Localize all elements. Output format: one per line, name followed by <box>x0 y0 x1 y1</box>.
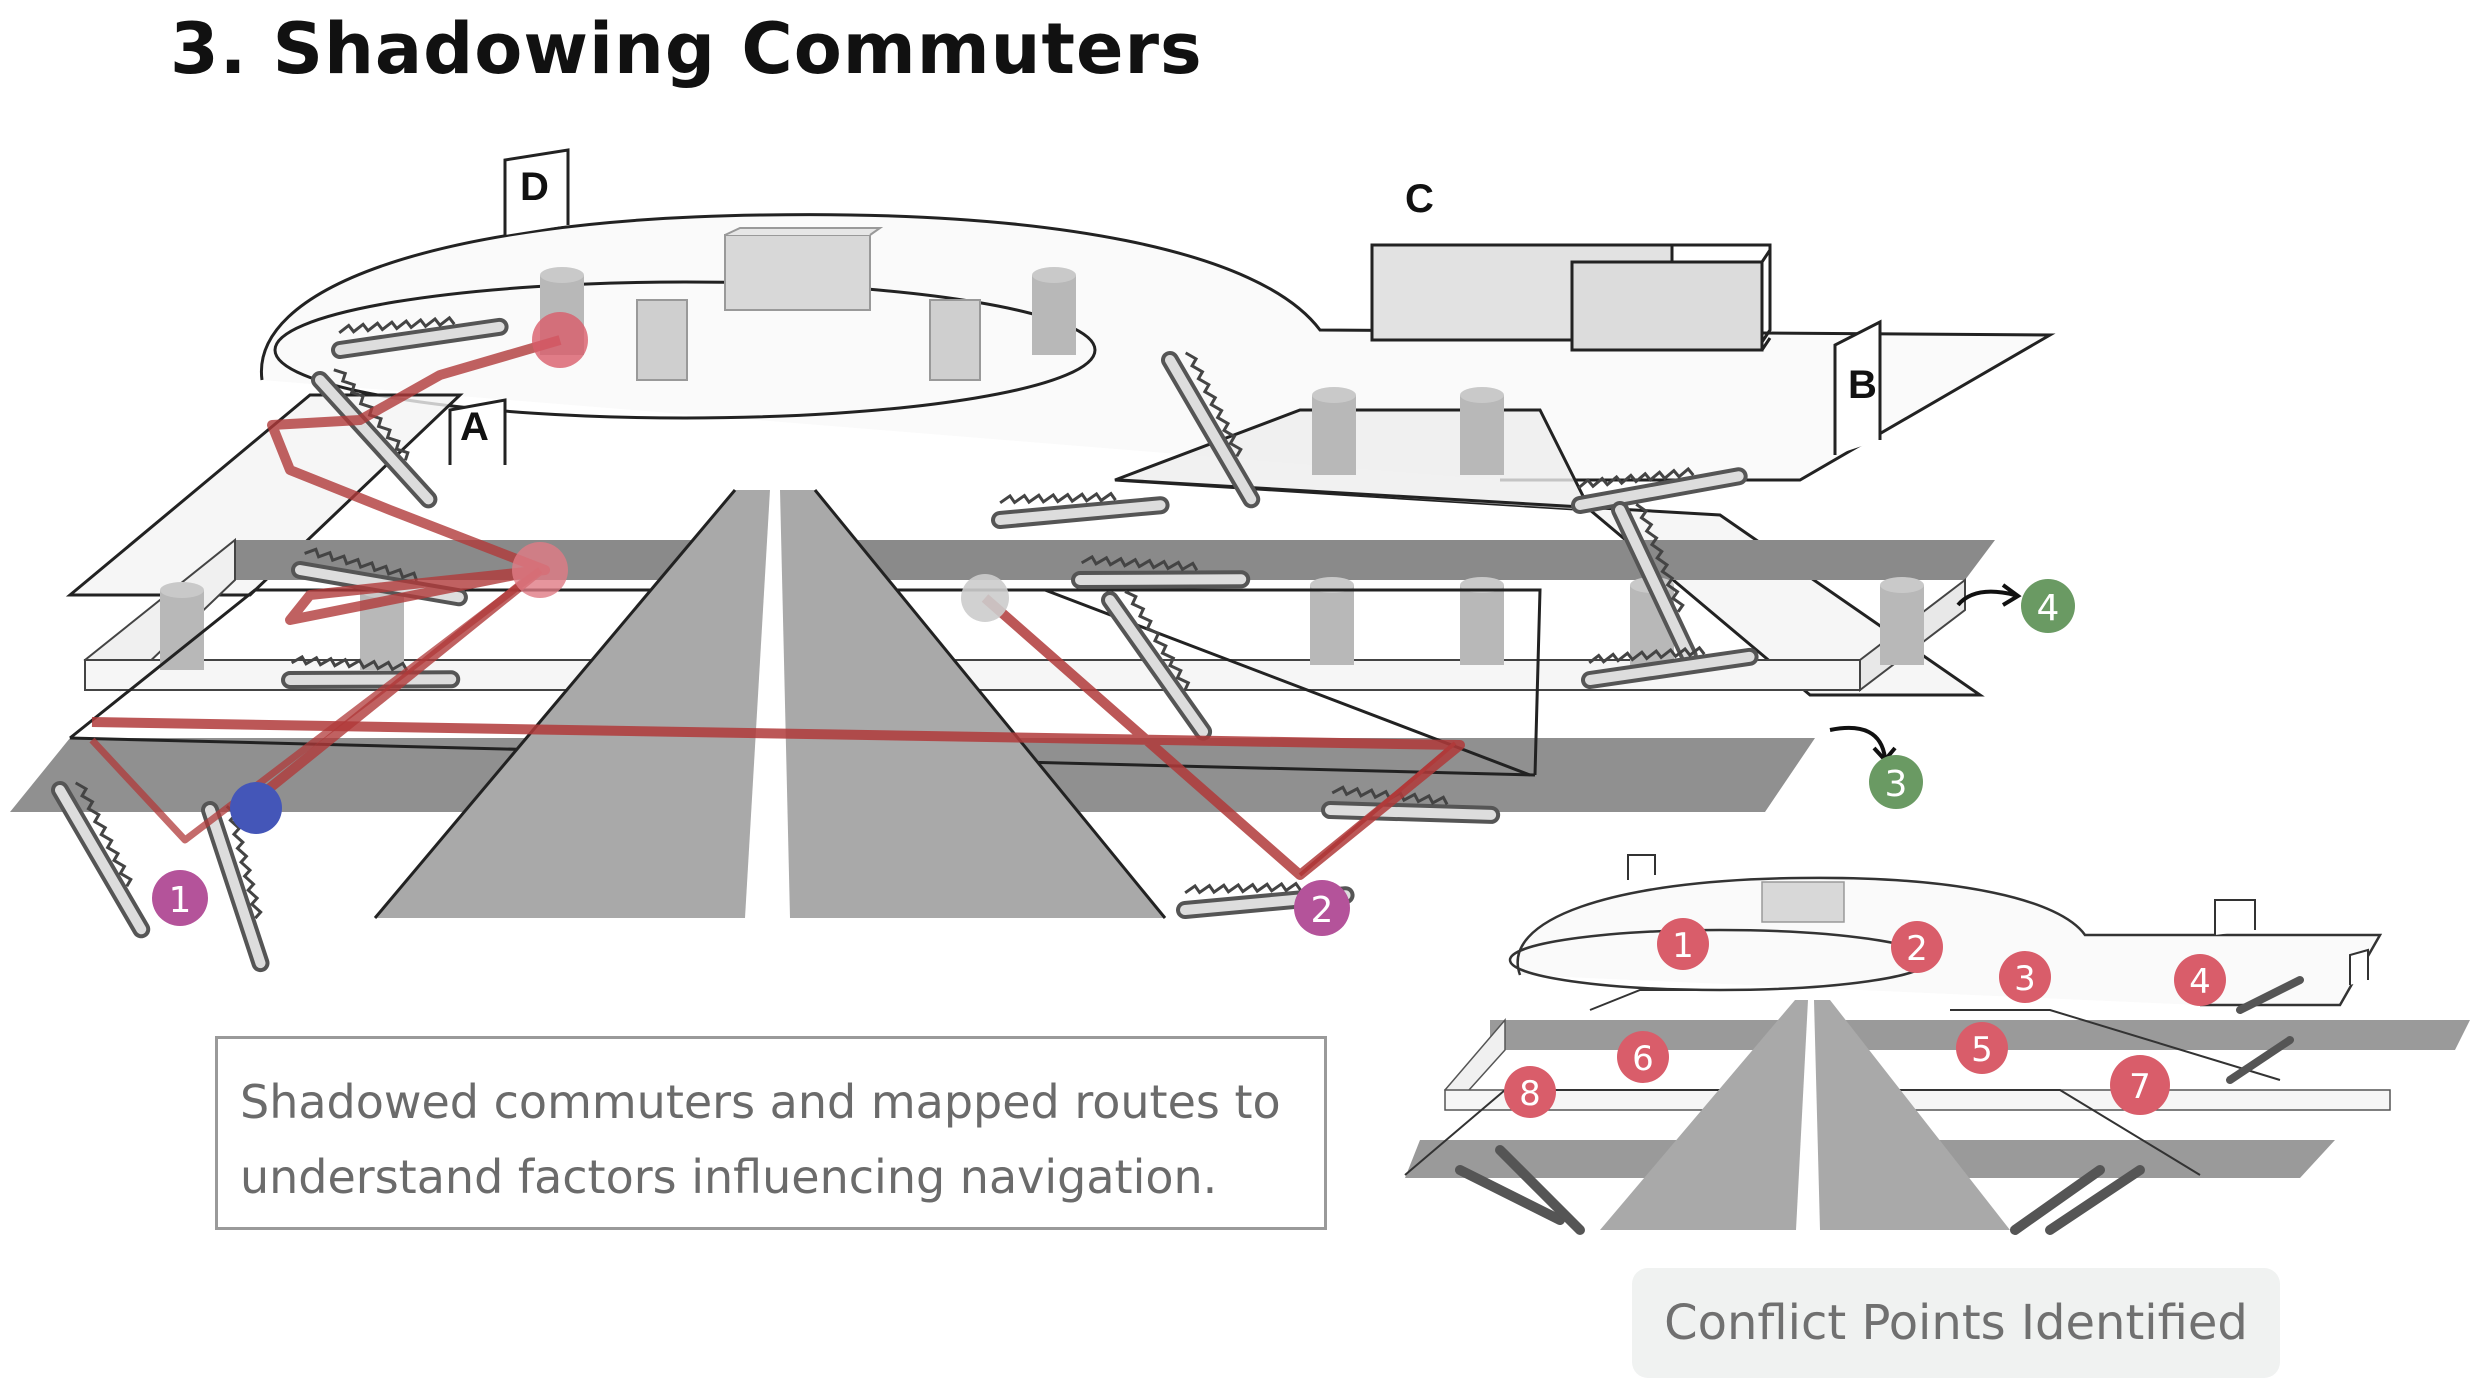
marker-start-1-label: 1 <box>169 880 192 921</box>
conflict-point-7: 7 <box>2110 1055 2170 1115</box>
route-node-mid <box>512 542 568 598</box>
conflict-points-label: Conflict Points Identified <box>1664 1295 2248 1351</box>
zone-label-a: A <box>460 405 489 449</box>
route-node-upper <box>532 312 588 368</box>
conflict-diagram <box>1404 854 2470 1235</box>
conflict-point-3: 3 <box>1999 951 2051 1003</box>
conflict-point-4-label: 4 <box>2189 962 2211 1002</box>
marker-exit-3: 3 <box>1869 755 1923 809</box>
marker-exit-4: 4 <box>2021 579 2075 633</box>
conflict-point-6: 6 <box>1617 1031 1669 1083</box>
conflict-point-3-label: 3 <box>2014 959 2036 999</box>
track-trench <box>373 489 1167 919</box>
conflict-points-badge: Conflict Points Identified <box>1632 1268 2280 1378</box>
conflict-point-8-label: 8 <box>1519 1074 1541 1114</box>
middle-level <box>83 537 1995 693</box>
marker-exit-3-label: 3 <box>1885 764 1908 805</box>
conflict-point-6-label: 6 <box>1632 1039 1654 1079</box>
page-title: 3. Shadowing Commuters <box>170 8 1203 90</box>
caption-box: Shadowed commuters and mapped routes to … <box>215 1036 1327 1230</box>
conflict-point-1: 1 <box>1657 918 1709 970</box>
zone-label-d: D <box>520 165 549 209</box>
conflict-point-1-label: 1 <box>1672 926 1694 966</box>
upper-concourse <box>259 148 2056 482</box>
caption-line-1: Shadowed commuters and mapped routes to <box>240 1075 1281 1129</box>
conflict-point-4: 4 <box>2174 954 2226 1006</box>
exit-arrow-4 <box>1956 589 2016 607</box>
commuter-routes <box>89 335 1465 880</box>
marker-start-2-label: 2 <box>1311 890 1334 931</box>
route-node-right <box>961 574 1009 622</box>
conflict-point-8: 8 <box>1504 1066 1556 1118</box>
conflict-point-7-label: 7 <box>2129 1067 2151 1107</box>
caption-line-2: understand factors influencing navigatio… <box>240 1150 1218 1204</box>
exit-arrow-3 <box>1829 725 1887 759</box>
marker-start-2: 2 <box>1294 880 1350 936</box>
commuter-position <box>230 782 282 834</box>
marker-start-1: 1 <box>152 870 208 926</box>
conflict-point-2-label: 2 <box>1906 929 1928 969</box>
conflict-point-5-label: 5 <box>1971 1030 1993 1070</box>
marker-exit-4-label: 4 <box>2037 588 2060 629</box>
conflict-point-2: 2 <box>1891 921 1943 973</box>
zone-label-b: B <box>1848 363 1877 407</box>
conflict-point-5: 5 <box>1956 1022 2008 1074</box>
exit-arrow-4-head <box>2001 583 2022 607</box>
zone-label-c: C <box>1405 177 1434 221</box>
